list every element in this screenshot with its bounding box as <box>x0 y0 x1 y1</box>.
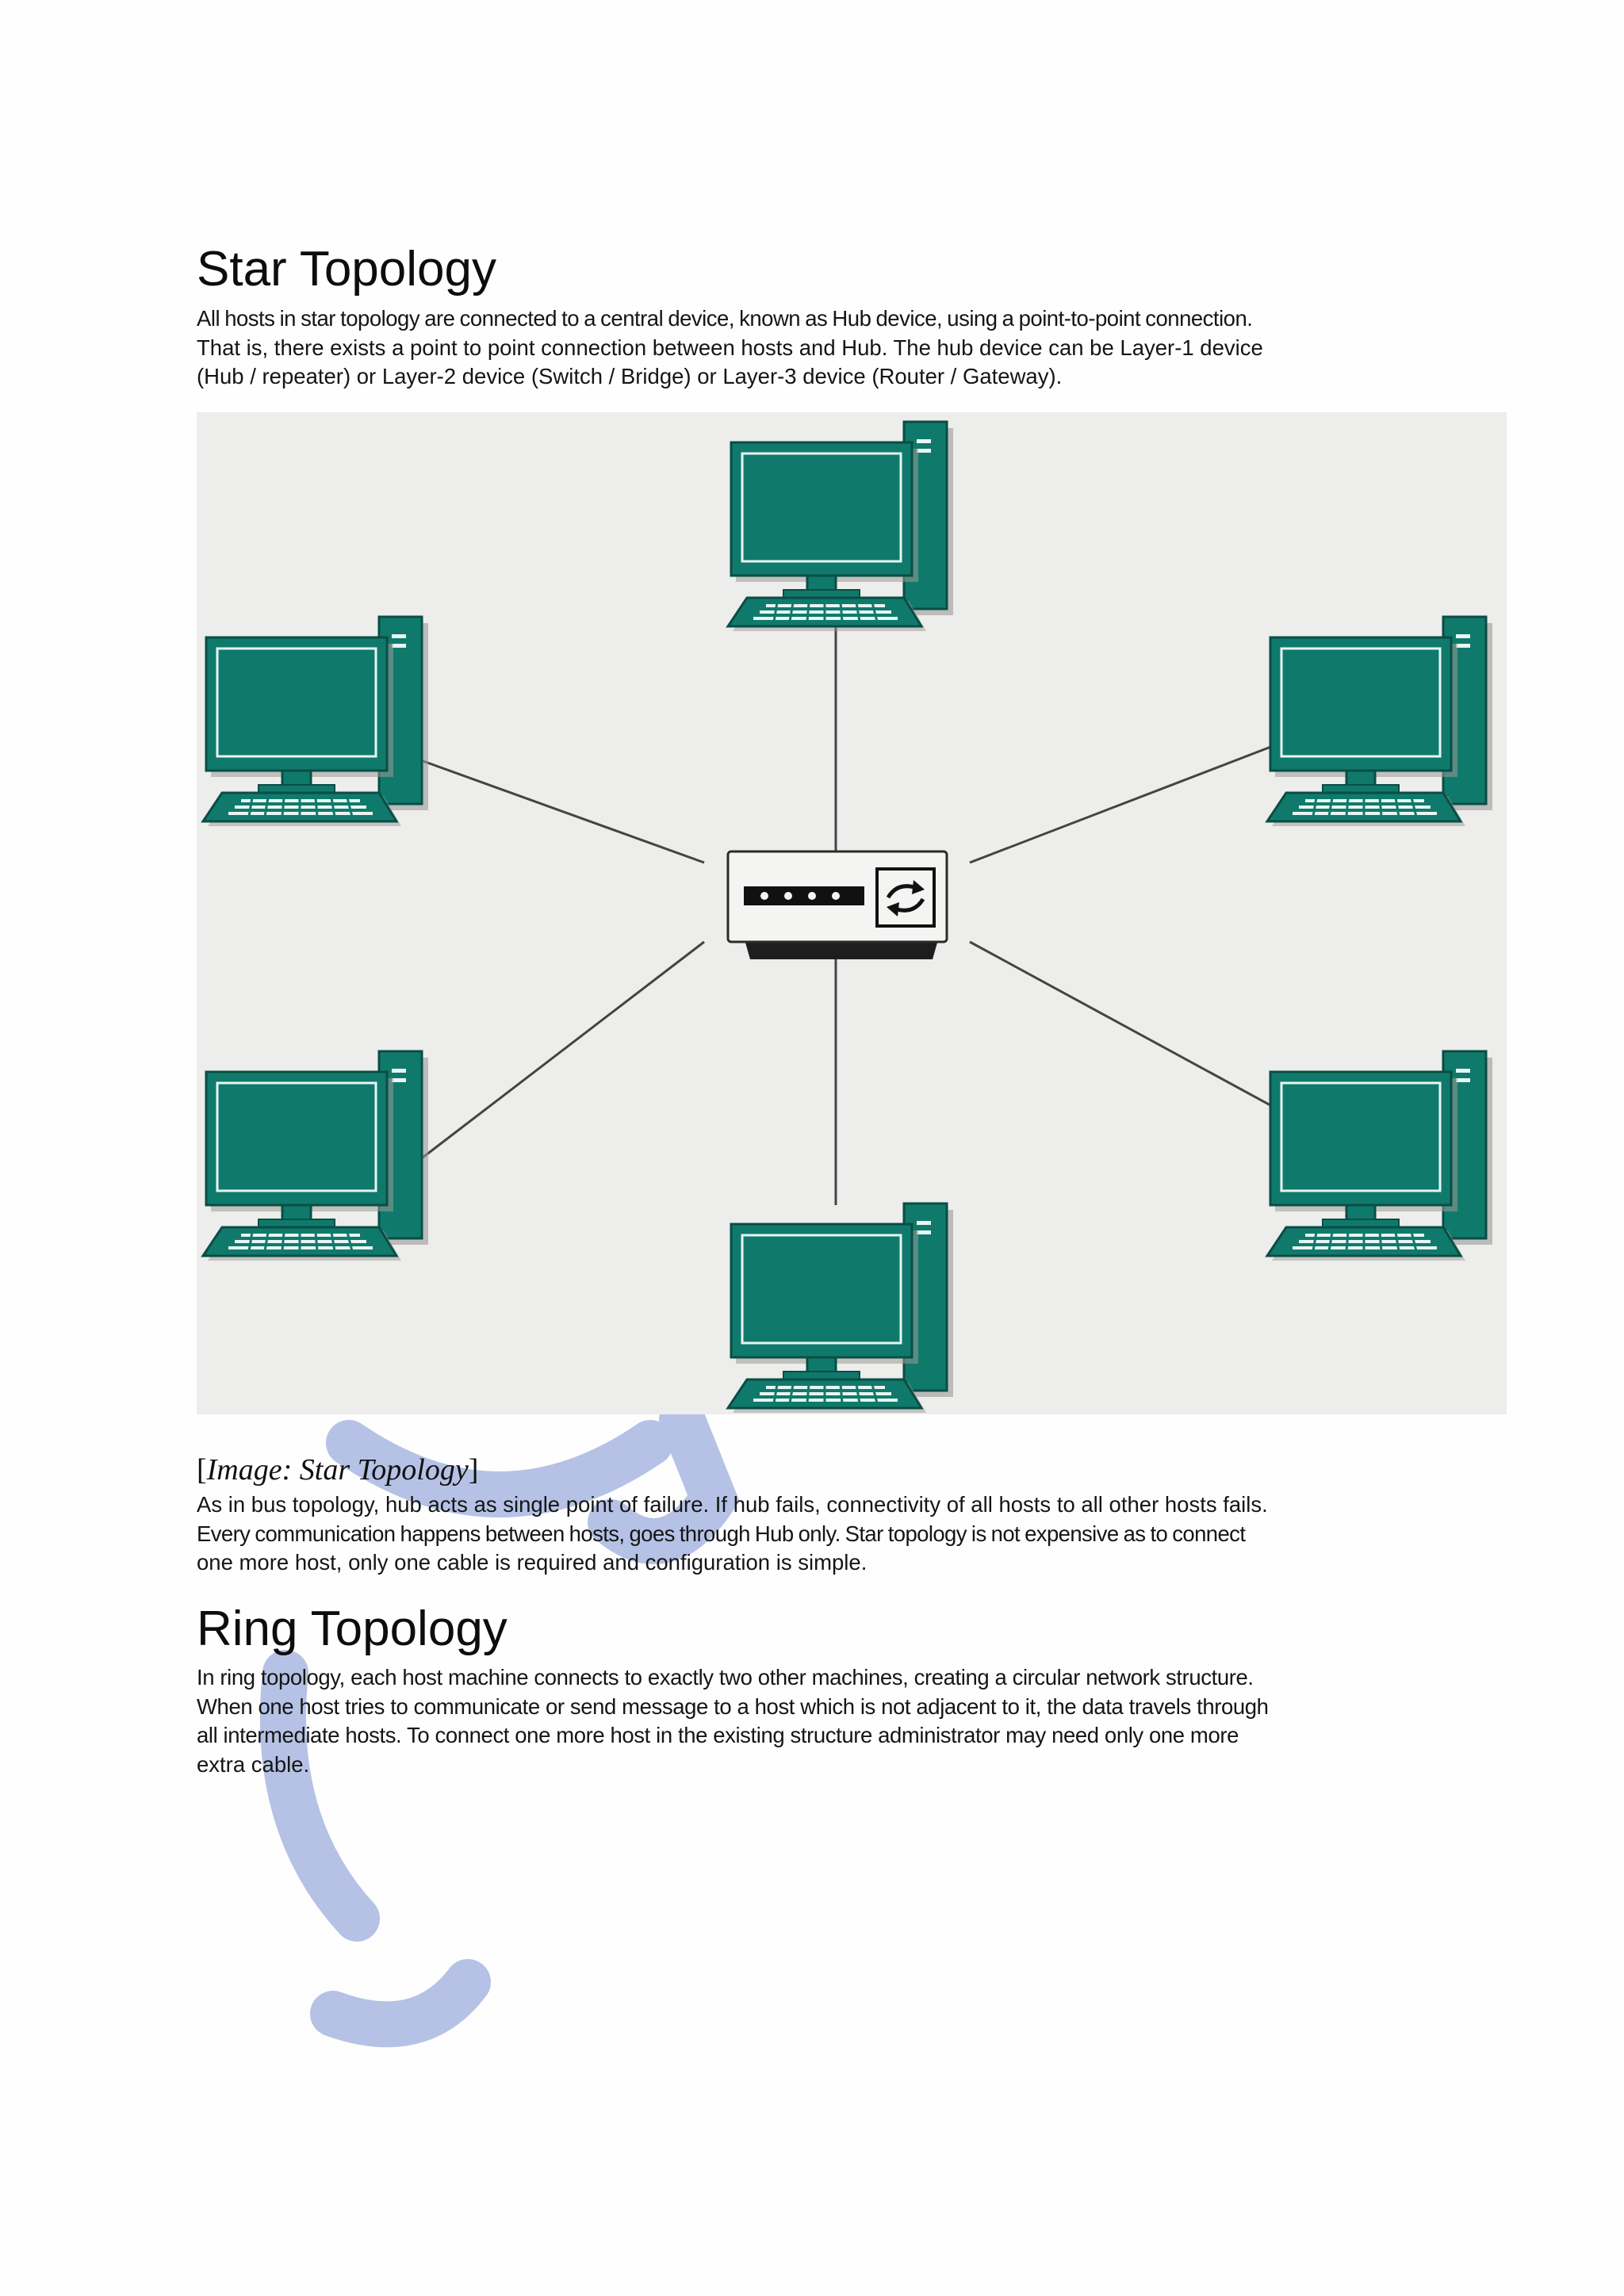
desktop-computer-icon <box>1266 615 1494 828</box>
star-topology-figure <box>197 412 1507 1414</box>
paragraph-line: That is, there exists a point to point c… <box>197 335 1263 360</box>
host-bottom <box>726 1202 955 1414</box>
paragraph-line: Every communication happens between host… <box>197 1521 1246 1546</box>
section-title-ring-topology: Ring Topology <box>197 1601 508 1656</box>
star-topology-diagram <box>201 420 1494 1414</box>
link-hub-lower-right <box>969 940 1280 1112</box>
desktop-computer-icon <box>1266 1050 1494 1262</box>
host-upper-left <box>201 615 430 828</box>
host-upper-right <box>1266 615 1494 828</box>
desktop-computer-icon <box>201 1050 430 1262</box>
link-hub-upper-left <box>418 758 705 864</box>
paragraph-line: extra cable. <box>197 1751 310 1777</box>
paragraph-line: one more host, only one cable is require… <box>197 1550 868 1575</box>
desktop-computer-icon <box>726 1202 955 1414</box>
caption-open-bracket: [ <box>197 1453 207 1487</box>
paragraph-line: As in bus topology, hub acts as single p… <box>197 1492 1268 1517</box>
paragraph-line: In ring topology, each host machine conn… <box>197 1665 1254 1689</box>
host-lower-left <box>201 1050 430 1262</box>
hub-device-icon <box>726 850 948 959</box>
star-topology-intro-paragraph: All hosts in star topology are connected… <box>197 304 1434 392</box>
link-hub-lower-left <box>422 940 705 1159</box>
caption-close-bracket: ] <box>468 1453 479 1487</box>
paragraph-line: all intermediate hosts. To connect one m… <box>197 1723 1239 1747</box>
desktop-computer-icon <box>201 615 430 828</box>
desktop-computer-icon <box>726 420 955 633</box>
paragraph-line: When one host tries to communicate or se… <box>197 1693 1269 1719</box>
paragraph-line: (Hub / repeater) or Layer-2 device (Swit… <box>197 364 1063 388</box>
section-title-star-topology: Star Topology <box>197 242 496 297</box>
star-topology-failure-paragraph: As in bus topology, hub acts as single p… <box>197 1490 1434 1578</box>
host-top <box>726 420 955 633</box>
paragraph-line: All hosts in star topology are connected… <box>197 306 1253 331</box>
host-lower-right <box>1266 1050 1494 1262</box>
figure-caption: [Image: Star Topology] <box>197 1452 478 1487</box>
caption-text: Image: Star Topology <box>206 1453 469 1487</box>
ring-topology-intro-paragraph: In ring topology, each host machine conn… <box>197 1663 1434 1779</box>
link-hub-upper-right <box>969 742 1280 864</box>
